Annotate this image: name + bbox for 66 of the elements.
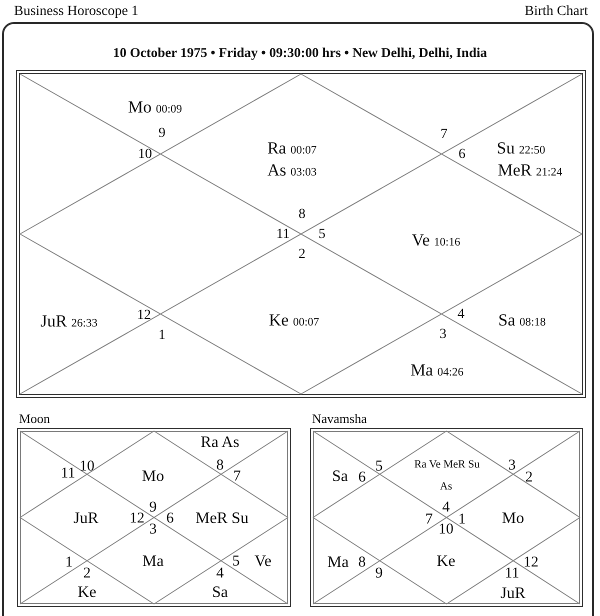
house-number: 5 (232, 554, 240, 570)
planet-label: Ra Ve MeR Su (414, 460, 480, 470)
planet-label: Ke (78, 585, 96, 601)
house-number: 11 (276, 228, 290, 242)
planet-label: JuR 26:33 (40, 312, 98, 330)
planet-label: JuR (74, 511, 98, 527)
house-number: 7 (440, 128, 448, 142)
planet-label: JuR (500, 586, 526, 602)
house-number: 1 (65, 556, 73, 570)
planet-label: Ke 00:07 (268, 311, 320, 329)
planet-label: MeR 21:24 (498, 161, 562, 179)
house-number: 6 (458, 148, 466, 162)
house-number: 6 (166, 512, 174, 526)
house-number: 10 (438, 522, 454, 538)
birth-details: 10 October 1975 • Friday • 09:30:00 hrs • New Delhi, Delhi, India (113, 45, 487, 61)
house-number: 12 (137, 309, 151, 323)
planet-label: Mo (502, 511, 524, 527)
planet-label: Su 22:50 (496, 139, 546, 157)
house-number: 12 (130, 512, 144, 526)
chart-title: Moon (19, 411, 50, 427)
house-number: 2 (525, 470, 533, 486)
house-number: 5 (375, 460, 383, 474)
planet-label: Sa (332, 469, 348, 485)
house-number: 2 (83, 566, 91, 582)
house-number: 3 (508, 458, 516, 474)
house-number: 10 (80, 460, 94, 474)
planet-label: Ma 04:26 (410, 361, 464, 379)
house-number: 9 (149, 500, 157, 516)
house-number: 9 (375, 566, 383, 582)
house-number: 8 (298, 208, 306, 222)
house-number: 4 (458, 308, 464, 322)
planet-label: As 03:03 (267, 161, 317, 179)
house-number: 9 (158, 127, 166, 141)
house-number: 6 (358, 470, 366, 486)
planet-label: Ke (436, 554, 456, 570)
house-number: 4 (442, 500, 450, 516)
house-number: 7 (233, 470, 241, 484)
planet-label: Mo (142, 469, 164, 485)
planet-label: Sa (212, 585, 228, 601)
planet-label: Ra 00:07 (267, 139, 317, 157)
planet-label: Ma (327, 555, 349, 571)
house-number: 1 (458, 512, 466, 528)
planet-label: Ve 10:16 (412, 231, 460, 249)
house-number: 4 (216, 566, 224, 582)
planet-label: Sa 08:18 (498, 311, 546, 329)
planet-label: As (440, 482, 452, 492)
house-number: 2 (298, 248, 306, 262)
planet-label: Ra As (200, 435, 240, 451)
chart-type-label: Birth Chart (524, 4, 588, 20)
planet-label: MeR Su (196, 511, 248, 527)
planet-label: Mo 00:09 (128, 98, 182, 116)
house-number: 8 (216, 458, 224, 474)
house-number: 5 (318, 228, 326, 242)
planet-label: Ma (142, 554, 164, 570)
chart-title: Navamsha (312, 411, 367, 427)
house-number: 11 (60, 466, 76, 482)
house-number: 3 (440, 328, 446, 342)
house-number: 12 (524, 556, 538, 570)
house-number: 8 (358, 556, 366, 570)
house-number: 1 (158, 329, 166, 343)
house-number: 11 (504, 566, 520, 582)
planet-label: Ve (254, 554, 272, 570)
house-number: 10 (138, 148, 152, 162)
report-title: Business Horoscope 1 (14, 4, 138, 20)
house-number: 7 (425, 512, 433, 528)
house-number: 3 (149, 522, 157, 538)
